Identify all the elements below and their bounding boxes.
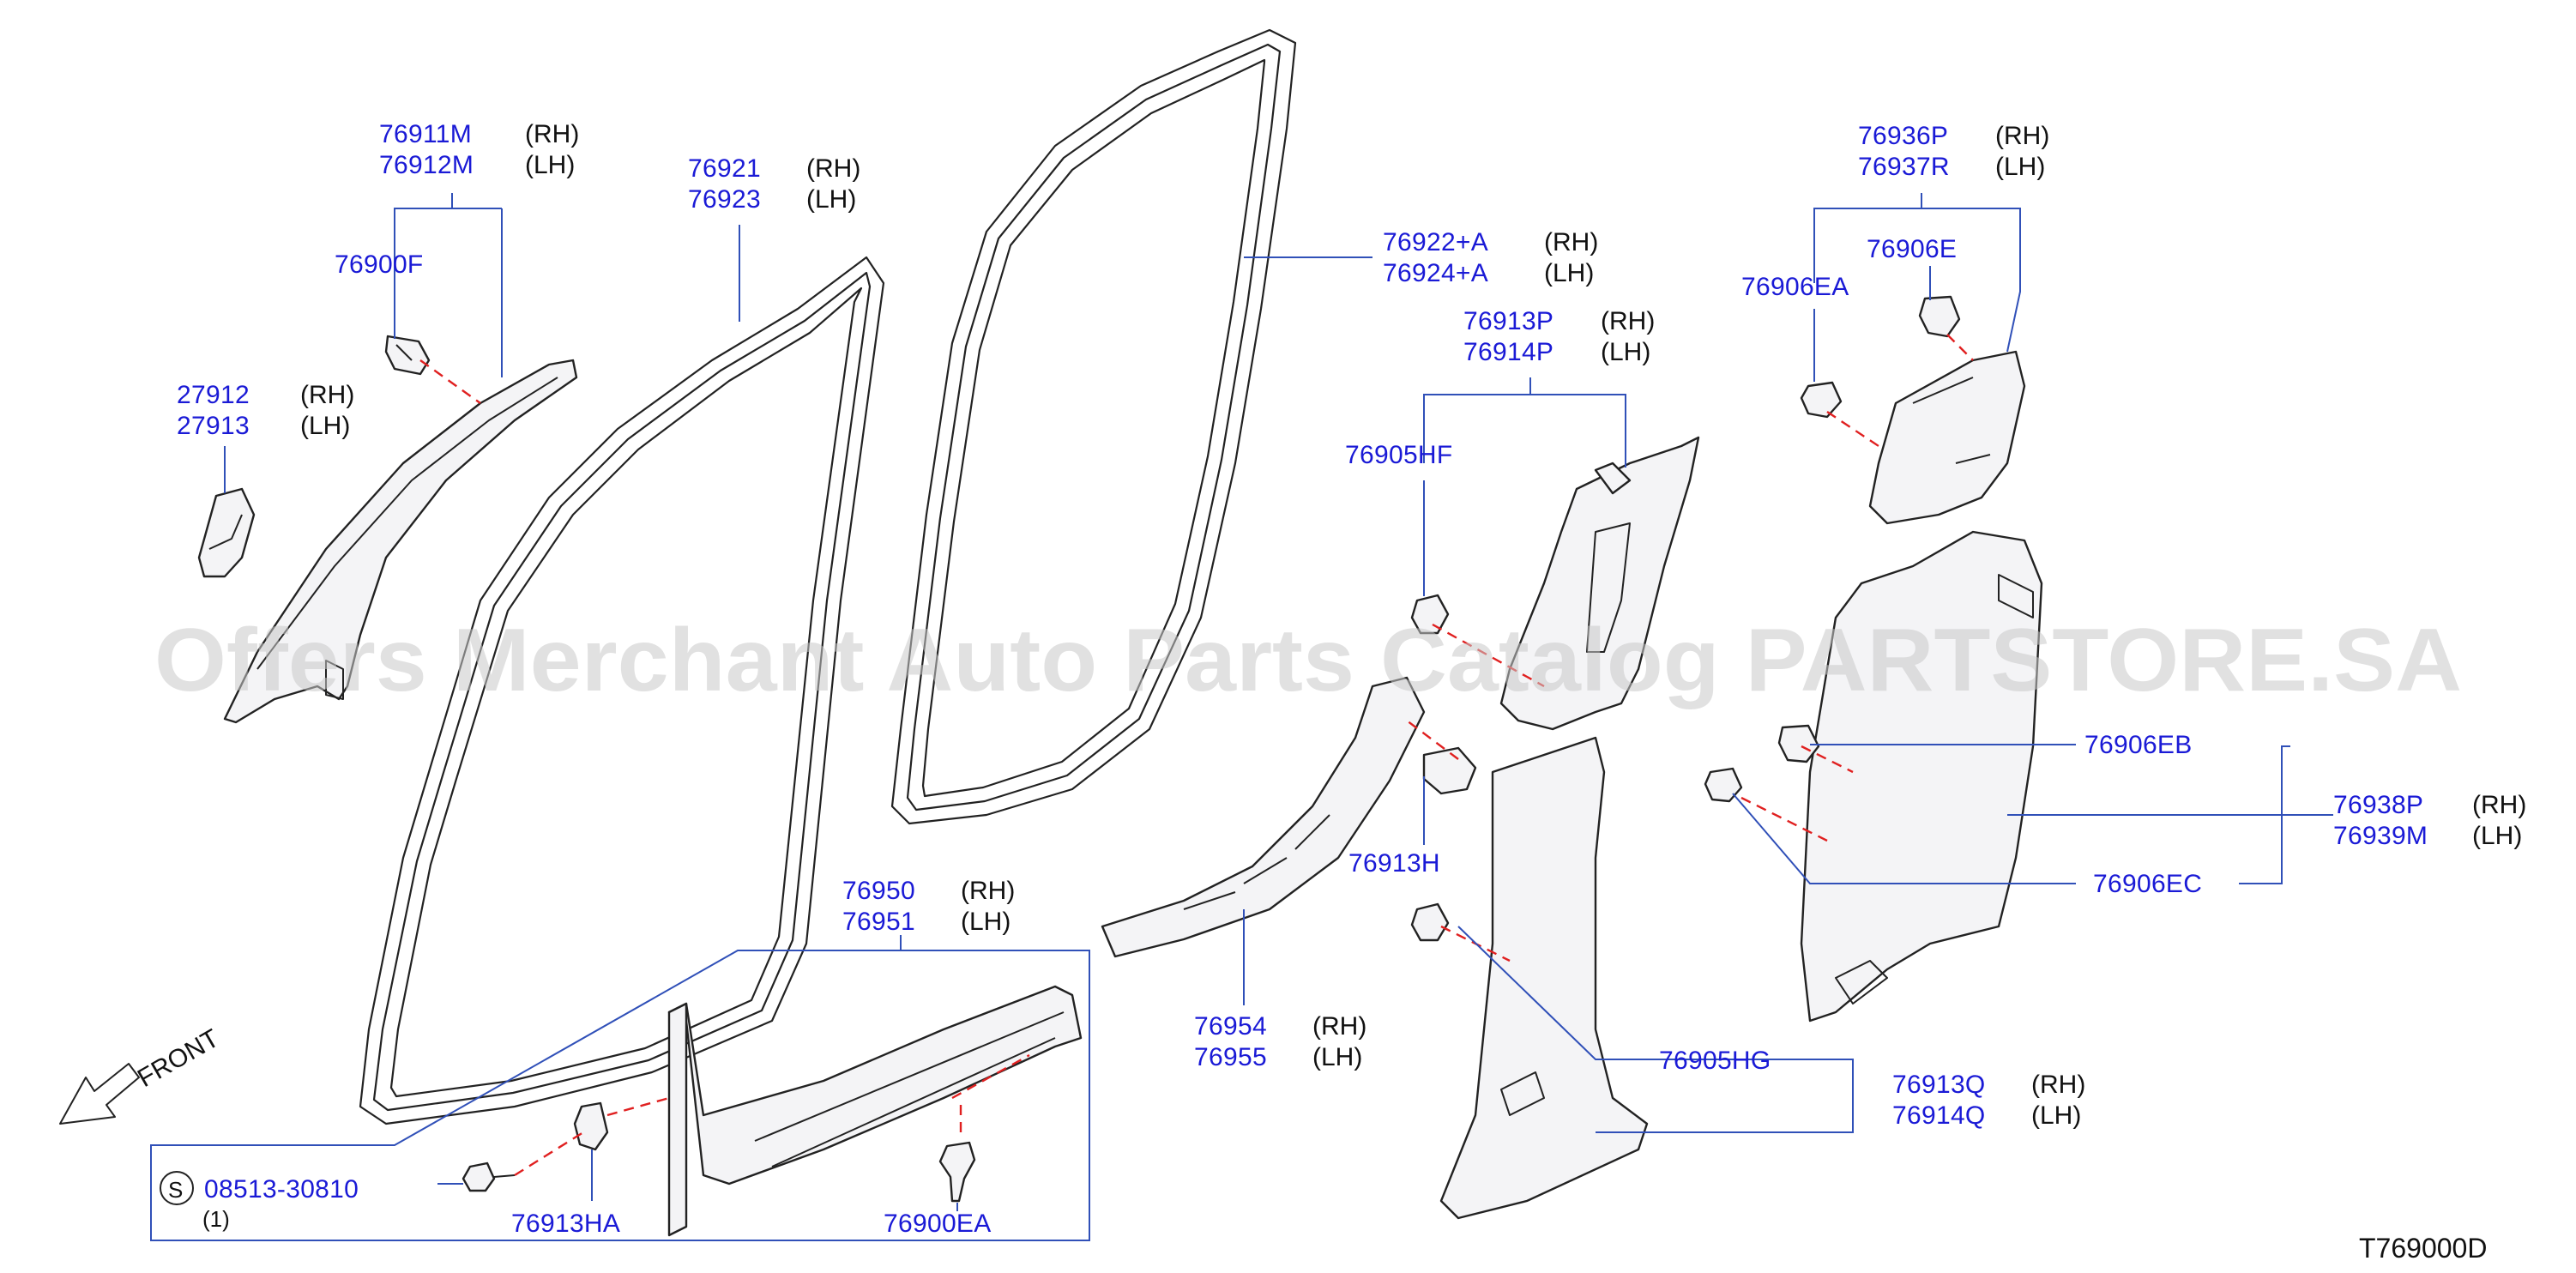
part-number-76906EA[interactable]: 76906EA: [1741, 273, 1849, 301]
part-number-76905HG[interactable]: 76905HG: [1659, 1047, 1771, 1075]
part-number-76911M[interactable]: 76911M: [379, 120, 472, 148]
clip-76906EA: [1800, 381, 1843, 419]
part-number-76914P[interactable]: 76914P: [1463, 338, 1553, 366]
part-number-08513-30810[interactable]: 08513-30810: [204, 1175, 359, 1204]
part-number-27912[interactable]: 27912: [177, 381, 250, 409]
rear-door-weatherstrip: [890, 28, 1297, 825]
part-number-76906EC[interactable]: 76906EC: [2093, 870, 2202, 898]
center-pillar-lower-garnish: [1439, 736, 1649, 1220]
part-number-76951[interactable]: 76951: [842, 908, 915, 936]
clip-76905HG: [1410, 902, 1450, 942]
side-rh: (RH): [300, 381, 354, 409]
side-lh: (LH): [1601, 338, 1650, 366]
side-rh: (RH): [1601, 307, 1655, 335]
center-pillar-upper-garnish: [1499, 436, 1700, 731]
part-number-76900F[interactable]: 76900F: [335, 250, 424, 279]
standard-part-symbol-letter: S: [168, 1177, 183, 1203]
part-number-76923[interactable]: 76923: [688, 185, 761, 214]
side-lh: (LH): [1312, 1043, 1362, 1071]
part-number-76914Q[interactable]: 76914Q: [1892, 1101, 1986, 1130]
rear-pillar-upper-garnish: [1868, 350, 2026, 525]
rear-pillar-lower-garnish: [1800, 530, 2043, 1023]
part-number-76938P[interactable]: 76938P: [2333, 791, 2423, 819]
front-label: FRONT: [133, 1024, 224, 1093]
side-rh: (RH): [525, 120, 579, 148]
quantity-label: (1): [202, 1206, 230, 1232]
side-lh: (LH): [2472, 822, 2522, 850]
side-sill-kicking-plate: [667, 985, 1083, 1237]
leader-lines: [150, 193, 2333, 1241]
front-pillar-garnish: [223, 359, 578, 724]
side-lh: (LH): [1995, 153, 2045, 181]
part-number-76913P[interactable]: 76913P: [1463, 307, 1553, 335]
clip-76900F: [384, 335, 431, 376]
side-lh: (LH): [300, 412, 350, 440]
part-number-76950[interactable]: 76950: [842, 877, 915, 905]
part-number-76913Q[interactable]: 76913Q: [1892, 1071, 1986, 1099]
side-rh: (RH): [961, 877, 1015, 905]
part-number-27913[interactable]: 27913: [177, 412, 250, 440]
side-rh: (RH): [806, 154, 860, 183]
watermark: Offers Merchant Auto Parts Catalog PARTS…: [154, 611, 2462, 710]
part-number-76913H[interactable]: 76913H: [1348, 849, 1440, 878]
clip-76913HA: [573, 1101, 609, 1151]
clip-76906EB: [1777, 724, 1820, 763]
side-lh: (LH): [806, 185, 856, 214]
front-door-weatherstrip: [359, 256, 885, 1125]
part-number-76939M[interactable]: 76939M: [2333, 822, 2428, 850]
part-number-76936P[interactable]: 76936P: [1858, 122, 1948, 150]
part-number-76912M[interactable]: 76912M: [379, 151, 474, 179]
bolt-08513-30810: [462, 1161, 516, 1192]
part-number-76921[interactable]: 76921: [688, 154, 761, 183]
side-rh: (RH): [1312, 1012, 1366, 1041]
part-number-76900EA[interactable]: 76900EA: [884, 1210, 992, 1238]
clip-76913H: [1422, 746, 1477, 795]
front-kicking-plate: [1101, 676, 1426, 958]
side-rh: (RH): [1995, 122, 2049, 150]
side-rh: (RH): [2031, 1071, 2085, 1099]
clip-76900EA: [938, 1141, 976, 1203]
part-number-76906EB[interactable]: 76906EB: [2084, 731, 2193, 759]
clip-76906EC: [1704, 767, 1743, 803]
part-number-76906E[interactable]: 76906E: [1867, 235, 1957, 263]
side-lh: (LH): [961, 908, 1010, 936]
part-number-76955[interactable]: 76955: [1194, 1043, 1267, 1071]
front-arrow-icon: [59, 1063, 140, 1125]
side-rh: (RH): [1544, 228, 1598, 256]
part-number-76937R[interactable]: 76937R: [1858, 153, 1950, 181]
standard-part-symbol: [160, 1171, 194, 1205]
side-lh: (LH): [525, 151, 575, 179]
part-number-76954[interactable]: 76954: [1194, 1012, 1267, 1041]
side-lh: (LH): [2031, 1101, 2081, 1130]
clip-76906E: [1918, 295, 1961, 338]
diagram-code: T769000D: [2359, 1233, 2487, 1264]
part-number-76913HA[interactable]: 76913HA: [511, 1210, 620, 1238]
assist-grip: [197, 487, 256, 578]
clip-76905HF: [1410, 594, 1450, 635]
part-number-76924A[interactable]: 76924+A: [1383, 259, 1488, 287]
side-rh: (RH): [2472, 791, 2526, 819]
part-number-76905HF[interactable]: 76905HF: [1345, 441, 1453, 469]
part-number-76922A[interactable]: 76922+A: [1383, 228, 1488, 256]
side-lh: (LH): [1544, 259, 1594, 287]
